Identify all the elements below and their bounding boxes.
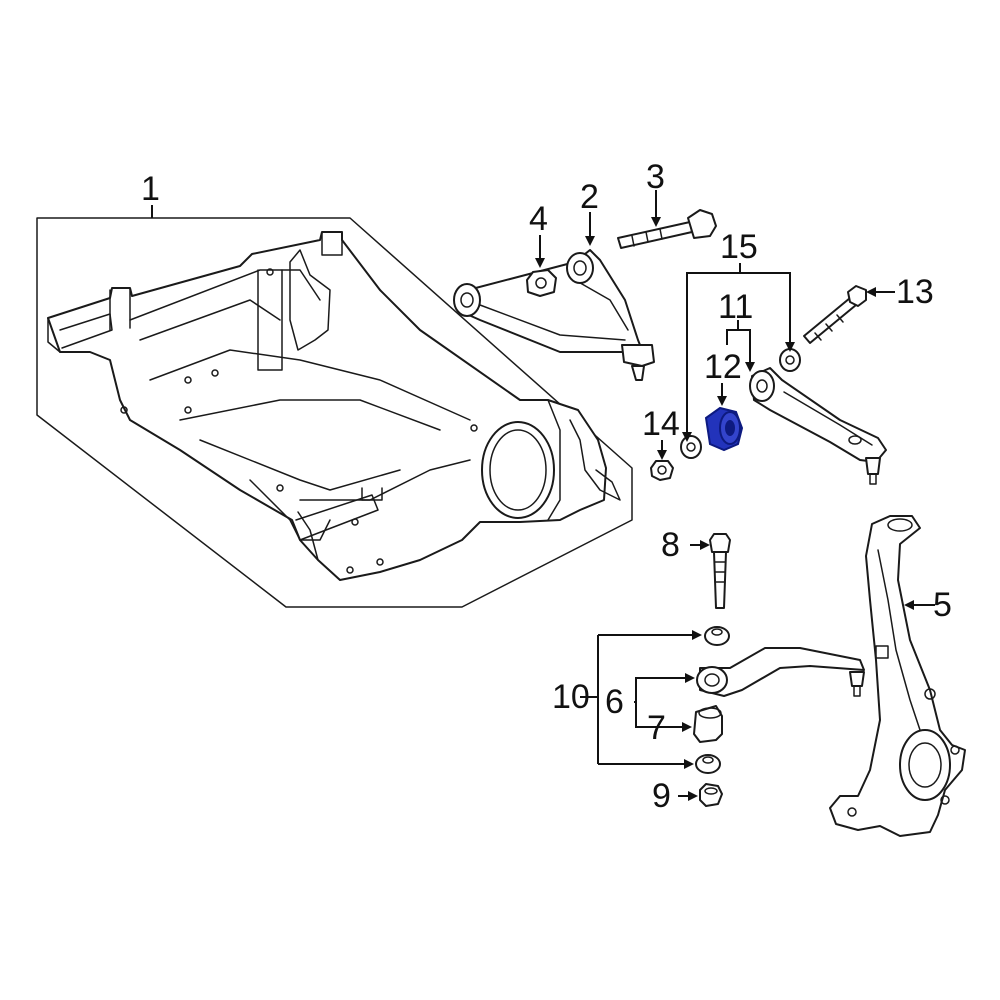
- washer-lower[interactable]: [680, 435, 702, 459]
- subframe-assembly[interactable]: [36, 217, 633, 608]
- callout-9: 9: [652, 777, 671, 815]
- callout-8: 8: [661, 526, 680, 564]
- lower-washer-bottom[interactable]: [695, 754, 721, 774]
- upper-arm-bolt[interactable]: [617, 209, 717, 249]
- callout-14: 14: [642, 405, 680, 443]
- callout-11: 11: [718, 288, 754, 326]
- callout-4: 4: [529, 200, 548, 238]
- washer-upper[interactable]: [779, 348, 801, 372]
- subframe-group-outline: [36, 217, 633, 608]
- callout-3: 3: [646, 158, 665, 196]
- lower-arm-nut[interactable]: [699, 783, 723, 807]
- callout-6: 6: [605, 683, 624, 721]
- tension-strut-bushing-highlighted[interactable]: [704, 406, 744, 452]
- callout-15: 15: [720, 228, 758, 266]
- lower-arm-bolt[interactable]: [709, 533, 731, 609]
- callout-13: 13: [896, 273, 934, 311]
- lower-arm-bushing[interactable]: [693, 705, 723, 743]
- callout-7: 7: [647, 709, 666, 747]
- callout-1: 1: [141, 170, 160, 208]
- upper-arm-nut[interactable]: [526, 269, 557, 297]
- callout-2: 2: [580, 178, 599, 216]
- tension-strut-bolt[interactable]: [803, 285, 867, 344]
- lower-washer-top[interactable]: [704, 626, 730, 646]
- upper-control-arm[interactable]: [453, 249, 655, 381]
- lower-control-arm[interactable]: [696, 647, 865, 697]
- leader-lines: [151, 190, 935, 801]
- tension-strut[interactable]: [749, 367, 887, 485]
- tension-strut-nut[interactable]: [650, 460, 674, 481]
- callout-12: 12: [704, 348, 742, 386]
- steering-knuckle[interactable]: [829, 515, 966, 837]
- callout-5: 5: [933, 586, 952, 624]
- callout-10: 10: [552, 678, 590, 716]
